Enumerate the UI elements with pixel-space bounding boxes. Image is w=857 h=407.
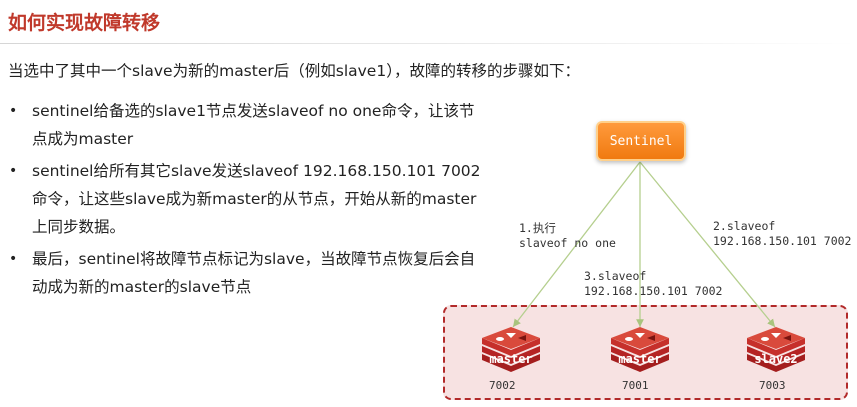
redis-node-7002: master xyxy=(476,324,546,384)
node-port-7002: 7002 xyxy=(489,379,516,392)
step3-line1: 3.slaveof xyxy=(584,269,647,283)
node-port-7001: 7001 xyxy=(622,379,649,392)
bullet-text: sentinel给所有其它slave发送slaveof 192.168.150.… xyxy=(32,162,481,236)
bullet-item: • sentinel给备选的slave1节点发送slaveof no one命令… xyxy=(8,97,488,153)
page-title: 如何实现故障转移 xyxy=(8,12,161,34)
step1-line2: slaveof no one xyxy=(519,236,616,250)
redis-icon xyxy=(611,327,669,372)
bullet-dot: • xyxy=(9,163,18,179)
bullet-dot: • xyxy=(9,103,18,119)
bullet-text: sentinel给备选的slave1节点发送slaveof no one命令，让… xyxy=(32,102,475,148)
step2-line1: 2.slaveof xyxy=(713,219,776,233)
bullet-item: • 最后，sentinel将故障节点标记为slave，当故障节点恢复后会自动成为… xyxy=(8,245,488,301)
arrow-to-7002 xyxy=(512,161,641,328)
sentinel-node: Sentinel xyxy=(596,121,686,161)
node-label: master xyxy=(618,352,662,366)
bullet-text: 最后，sentinel将故障节点标记为slave，当故障节点恢复后会自动成为新的… xyxy=(32,250,476,296)
step1-line1: 1.执行 xyxy=(519,221,556,235)
intro-text: 当选中了其中一个slave为新的master后（例如slave1），故障的转移的… xyxy=(8,62,580,80)
bullet-list: • sentinel给备选的slave1节点发送slaveof no one命令… xyxy=(8,97,488,305)
redis-node-7001: master xyxy=(605,324,675,384)
redis-icon xyxy=(747,327,805,372)
step2-line2: 192.168.150.101 7002 xyxy=(713,234,852,248)
step3-label: 3.slaveof 192.168.150.101 7002 xyxy=(584,269,722,299)
node-label: master xyxy=(489,352,533,366)
step2-label: 2.slaveof 192.168.150.101 7002 xyxy=(713,219,851,249)
redis-icon xyxy=(482,327,540,372)
node-port-7003: 7003 xyxy=(759,379,786,392)
node-label: slave2 xyxy=(754,352,798,366)
redis-node-7003: slave2 xyxy=(741,324,811,384)
arrow-to-7003 xyxy=(639,161,776,328)
step3-line2: 192.168.150.101 7002 xyxy=(584,284,723,298)
bullet-dot: • xyxy=(9,251,18,267)
bullet-item: • sentinel给所有其它slave发送slaveof 192.168.15… xyxy=(8,157,488,241)
step1-label: 1.执行 slaveof no one xyxy=(519,221,616,251)
title-divider xyxy=(0,43,857,44)
